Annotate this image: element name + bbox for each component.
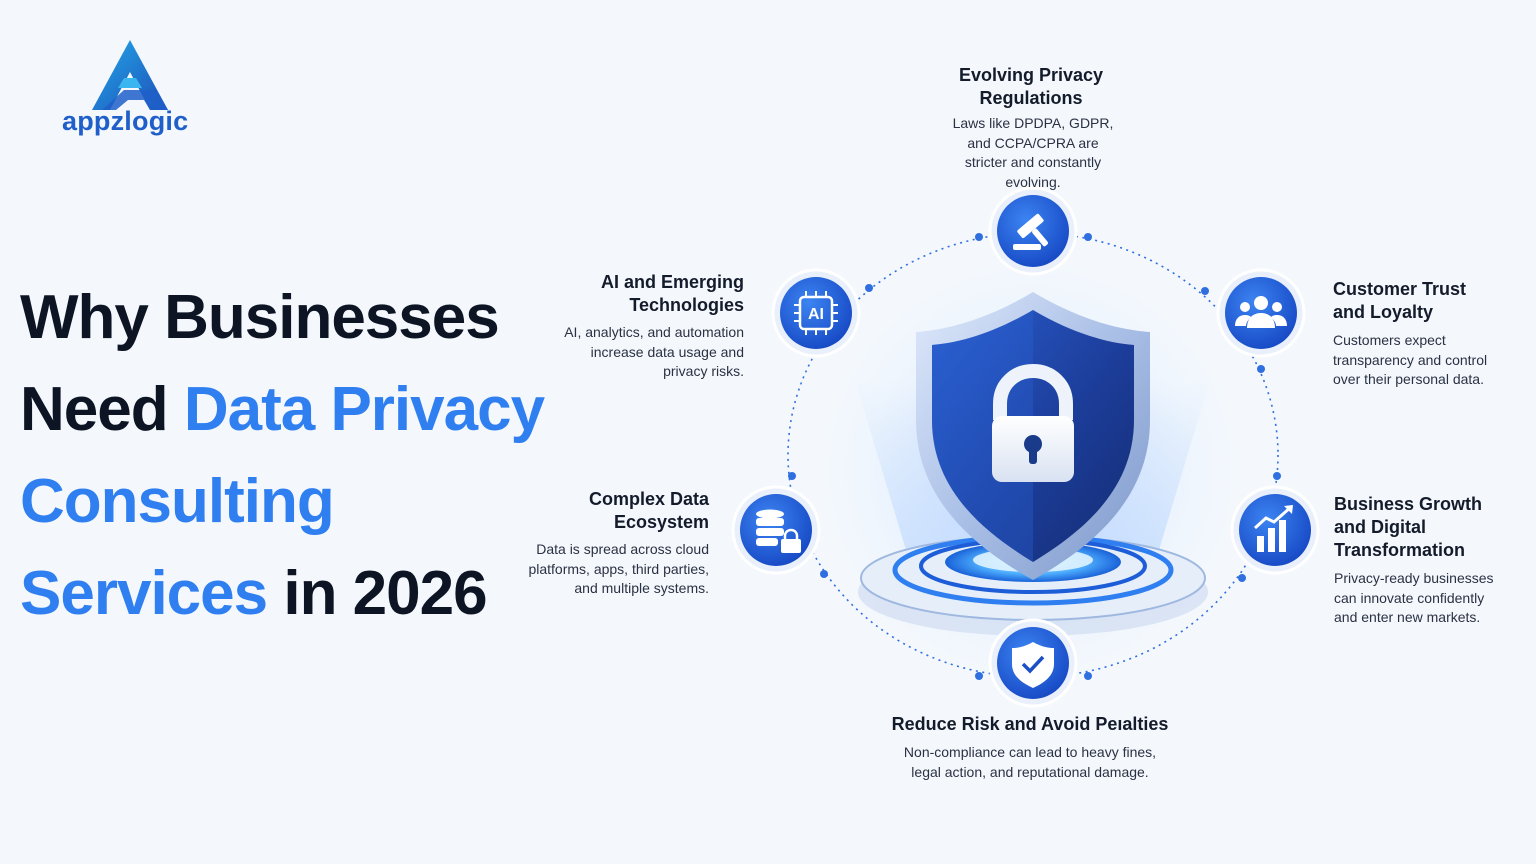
growth-title: Business Growth and Digital Transformati… xyxy=(1334,494,1483,560)
title-consulting: Consulting xyxy=(20,467,335,536)
title-need: Need xyxy=(20,375,184,444)
growth-chart-icon xyxy=(1230,485,1320,575)
gavel-icon xyxy=(988,186,1078,276)
shield-check-icon xyxy=(988,618,1078,708)
orbit-ring xyxy=(787,232,1279,678)
title-in-2026: in 2026 xyxy=(267,559,487,628)
ai-desc: AI, analytics, and automation increase d… xyxy=(564,324,744,379)
users-icon xyxy=(1216,268,1306,358)
title-data-privacy: Data Privacy xyxy=(183,375,545,444)
page-title: Why Businesses Need Data Privacy Consult… xyxy=(20,272,580,640)
appzlogic-logo xyxy=(92,40,168,110)
database-lock-icon xyxy=(731,485,821,575)
risk-title: Reduce Risk and Avoid Peıalties xyxy=(891,714,1169,734)
ai-chip-label: AI xyxy=(808,306,824,323)
regulations-desc: Laws like DPDPA, GDPR, and CCPA/CPRA are… xyxy=(952,115,1114,190)
ecosystem-desc: Data is spread across cloud platforms, a… xyxy=(528,541,709,596)
trust-desc: Customers expect transparency and contro… xyxy=(1333,332,1488,387)
pedestal xyxy=(858,534,1208,636)
risk-desc: Non-compliance can lead to heavy fines, … xyxy=(903,744,1157,780)
brand-name: appzlogic xyxy=(62,106,189,136)
ai-chip-icon: AI xyxy=(771,268,861,358)
growth-desc: Privacy-ready businesses can innovate co… xyxy=(1334,570,1494,625)
orbit-dots xyxy=(788,233,1281,680)
title-services: Services xyxy=(20,559,268,628)
shield-lock-icon xyxy=(916,292,1150,580)
title-line-1: Why Businesses xyxy=(20,283,500,352)
